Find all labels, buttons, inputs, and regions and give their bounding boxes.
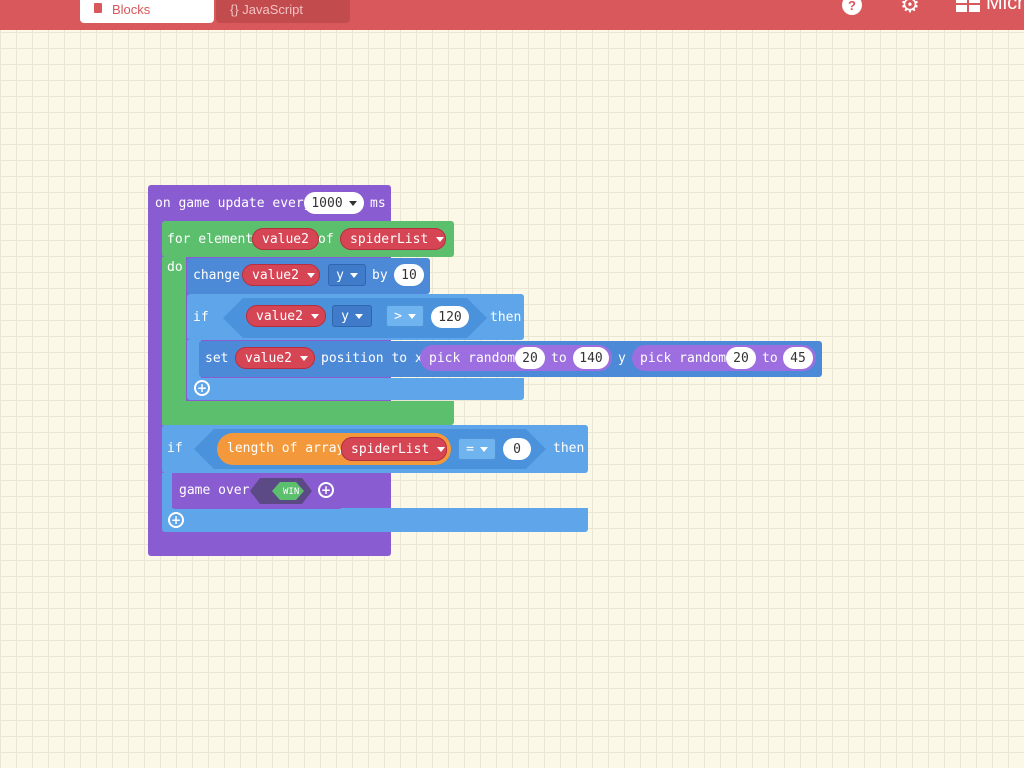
random-x-to-input[interactable]: 140	[573, 347, 609, 369]
if1-operator-dropdown[interactable]: >	[386, 305, 424, 327]
random-y-from-input[interactable]: 20	[726, 347, 756, 369]
change-variable-dropdown[interactable]: value2	[242, 264, 320, 286]
if-label-1: if	[193, 310, 209, 325]
interval-unit: ms	[370, 196, 386, 211]
set-label: set	[205, 351, 229, 366]
help-icon[interactable]: ?	[841, 0, 863, 16]
interval-dropdown[interactable]: 1000	[304, 192, 364, 214]
if1-value-input[interactable]: 120	[431, 306, 469, 328]
tab-javascript[interactable]: {} JavaScript	[216, 0, 350, 23]
game-over-label: game over	[179, 483, 250, 498]
if1-add-icon[interactable]: +	[194, 380, 210, 396]
if2-add-icon[interactable]: +	[168, 512, 184, 528]
for-of-label: of	[318, 232, 334, 247]
chevron-down-icon	[306, 272, 315, 278]
chevron-down-icon	[348, 200, 357, 206]
win-label: WIN	[283, 487, 300, 497]
length-of-array-label: length of array	[227, 441, 345, 456]
random-y-to-label: to	[762, 351, 778, 366]
if-label-2: if	[167, 441, 183, 456]
game-over-add-icon[interactable]: +	[318, 482, 334, 498]
chevron-down-icon	[354, 313, 363, 319]
pick-random-y-label: pick random	[640, 351, 727, 366]
random-x-to-label: to	[551, 351, 567, 366]
microsoft-logo-icon	[956, 0, 980, 12]
tab-blocks-label: Blocks	[112, 2, 151, 17]
if2-list-dropdown[interactable]: spiderList	[341, 437, 447, 461]
blocks-icon	[94, 2, 102, 13]
on-game-update-label: on game update every	[155, 196, 312, 211]
chevron-down-icon	[437, 446, 446, 452]
position-to-x-label: position to x	[321, 351, 423, 366]
change-amount-input[interactable]: 10	[394, 264, 424, 286]
tab-blocks[interactable]: Blocks	[80, 0, 214, 23]
for-list-dropdown[interactable]: spiderList	[340, 228, 446, 250]
chevron-down-icon	[479, 446, 488, 452]
chevron-down-icon	[310, 313, 319, 319]
for-element-label: for element	[167, 232, 254, 247]
editor-header: Blocks {} JavaScript ? ⚙ Micr	[0, 0, 1024, 30]
random-y-to-input[interactable]: 45	[783, 347, 813, 369]
change-label: change	[193, 268, 240, 283]
chevron-down-icon	[407, 313, 416, 319]
chevron-down-icon	[349, 272, 358, 278]
tab-javascript-label: {} JavaScript	[230, 2, 303, 17]
set-variable-dropdown[interactable]: value2	[235, 347, 315, 369]
gear-icon[interactable]: ⚙	[900, 0, 920, 18]
if2-value-input[interactable]: 0	[503, 438, 531, 460]
chevron-down-icon	[299, 355, 308, 361]
brand-text: Micr	[986, 0, 1024, 14]
win-toggle[interactable]	[250, 478, 312, 504]
if1-then-label: then	[490, 310, 522, 325]
if1-property-dropdown[interactable]: y	[332, 305, 372, 327]
random-x-from-input[interactable]: 20	[515, 347, 545, 369]
change-property-dropdown[interactable]: y	[328, 264, 366, 286]
for-variable-pill[interactable]: value2	[252, 228, 319, 250]
change-by-label: by	[372, 268, 388, 283]
chevron-down-icon	[436, 236, 445, 242]
if1-variable-dropdown[interactable]: value2	[246, 305, 326, 327]
pick-random-x-label: pick random	[429, 351, 516, 366]
if2-then-label: then	[553, 441, 585, 456]
if2-operator-dropdown[interactable]: =	[458, 438, 496, 460]
y-label: y	[618, 351, 626, 366]
do-label: do	[167, 260, 183, 275]
